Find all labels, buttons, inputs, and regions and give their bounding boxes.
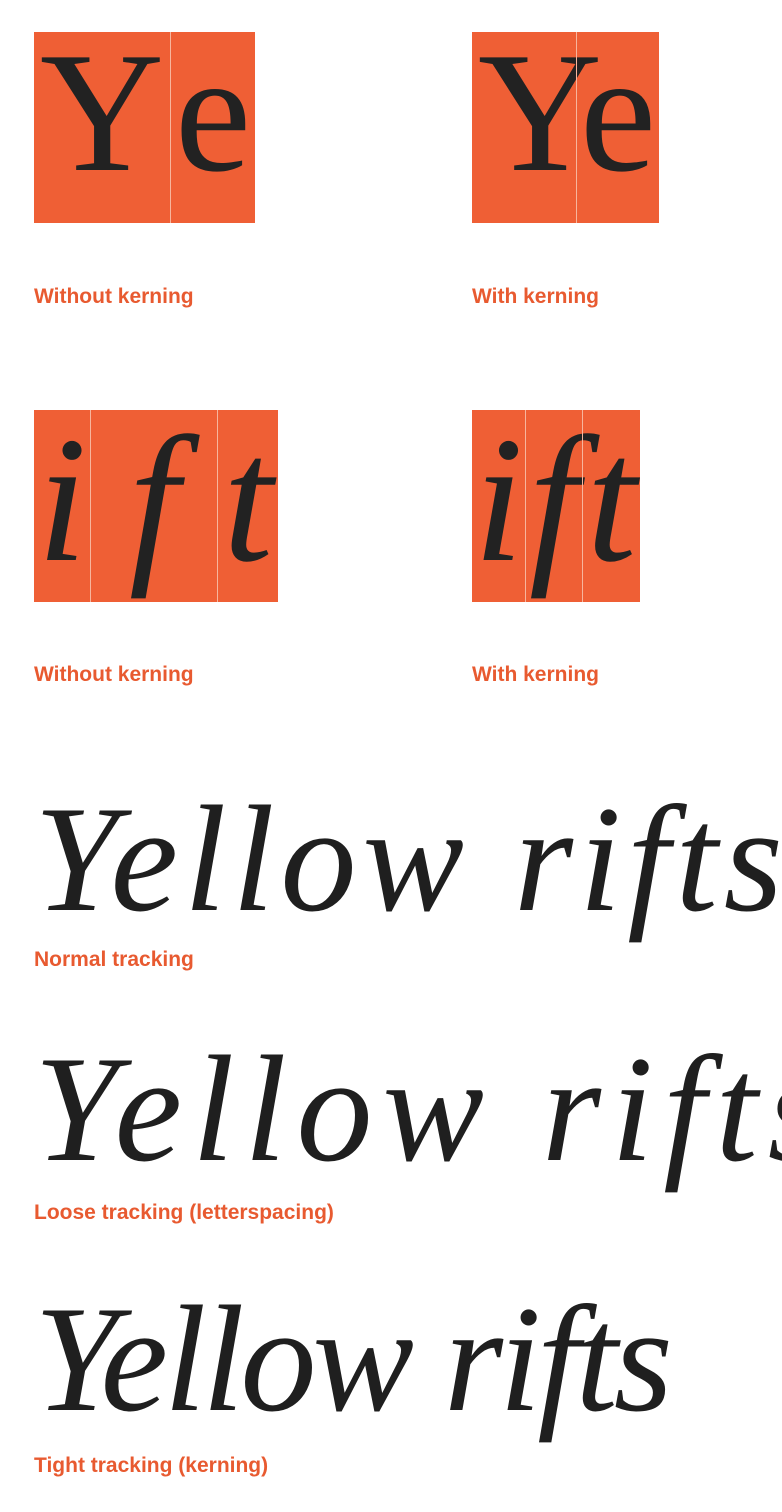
glyph-i: i [36, 410, 87, 599]
tracking-sample-normal: Yellow rifts [34, 775, 782, 943]
glyph-divider [217, 410, 218, 602]
ift-with-kerning-box: i f t [472, 410, 640, 602]
glyph-divider [525, 410, 526, 602]
caption-tight-tracking: Tight tracking (kerning) [34, 1454, 269, 1477]
caption-ift-with-kerning: With kerning [472, 663, 599, 686]
glyph-y: Y [477, 32, 603, 208]
ift-without-kerning-box: i f t [34, 410, 278, 602]
glyph-f: f [128, 410, 179, 599]
caption-ye-with-kerning: With kerning [472, 285, 599, 308]
glyph-f: f [528, 410, 579, 599]
caption-loose-tracking: Loose tracking (letterspacing) [34, 1201, 334, 1224]
tracking-sample-tight: Yellow rifts [34, 1275, 673, 1443]
ye-without-kerning-box: Y e [34, 32, 255, 223]
glyph-e: e [579, 32, 657, 208]
glyph-t: t [586, 410, 637, 599]
glyph-y: Y [39, 32, 165, 208]
caption-normal-tracking: Normal tracking [34, 948, 194, 971]
caption-ye-without-kerning: Without kerning [34, 285, 194, 308]
glyph-t: t [222, 410, 273, 599]
caption-ift-without-kerning: Without kerning [34, 663, 194, 686]
glyph-i: i [473, 410, 524, 599]
glyph-divider [582, 410, 583, 602]
glyph-e: e [174, 32, 252, 208]
glyph-divider [576, 32, 577, 223]
glyph-divider [90, 410, 91, 602]
ye-with-kerning-box: Y e [472, 32, 659, 223]
glyph-divider [170, 32, 171, 223]
tracking-sample-loose: Yellow rifts [34, 1025, 782, 1193]
